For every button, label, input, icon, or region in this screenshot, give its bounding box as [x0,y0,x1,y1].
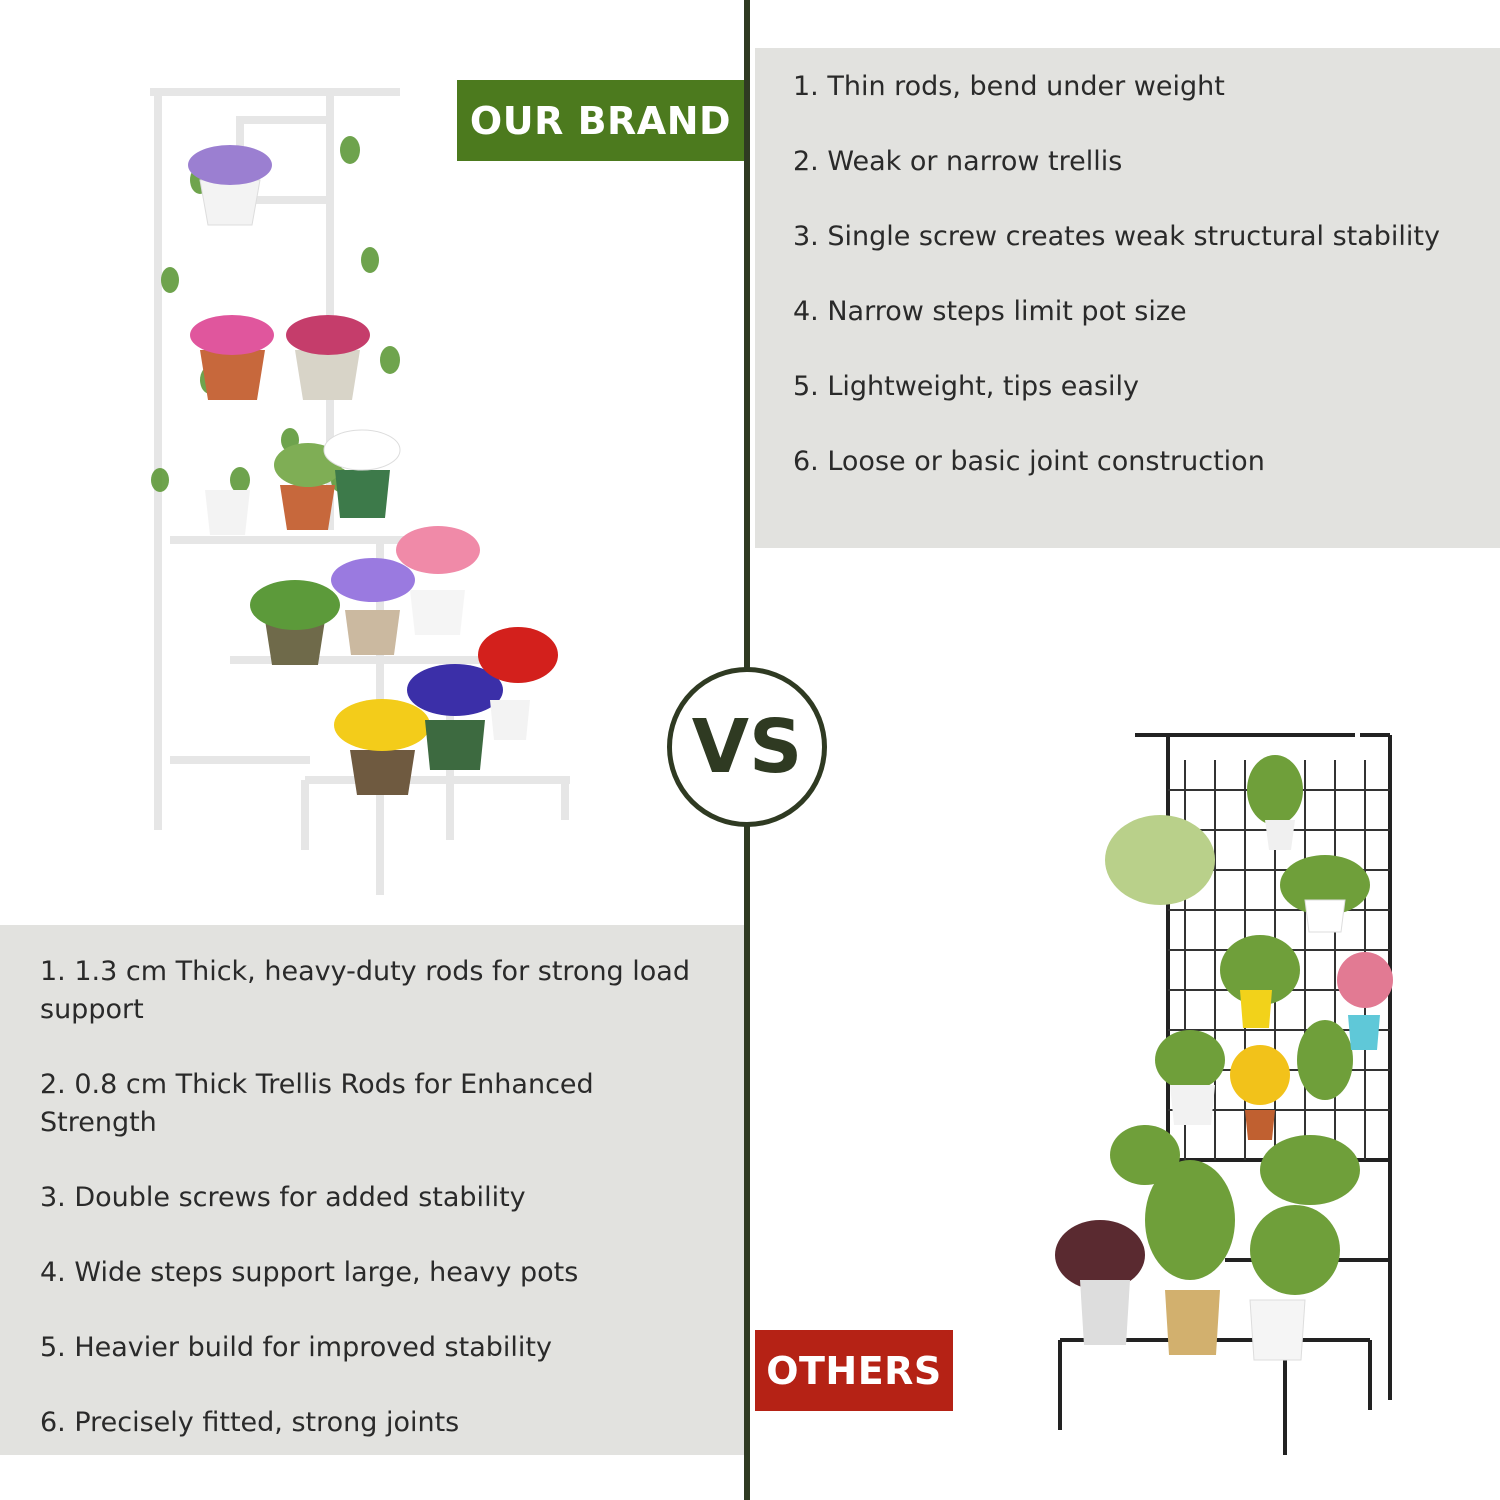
our-brand-feature-4: 4. Wide steps support large, heavy pots [40,1257,579,1288]
our-brand-feature-1: 1. 1.3 cm Thick, heavy-duty rods for str… [40,956,690,1025]
our-brand-product-image [150,88,570,895]
vs-badge: VS [667,667,827,827]
others-feature-4: 4. Narrow steps limit pot size [793,296,1187,327]
our-brand-feature-2: 2. 0.8 cm Thick Trellis Rods for Enhance… [40,1069,594,1138]
our-brand-feature-6: 6. Precisely fitted, strong joints [40,1407,460,1438]
others-feature-1: 1. Thin rods, bend under weight [793,71,1225,102]
others-features-panel: 1. Thin rods, bend under weight 2. Weak … [755,48,1500,548]
others-feature-3: 3. Single screw creates weak structural … [793,221,1440,252]
others-feature-5: 5. Lightweight, tips easily [793,371,1140,402]
others-label: OTHERS [755,1330,953,1411]
others-product-image [1055,733,1393,1455]
our-brand-feature-3: 3. Double screws for added stability [40,1182,526,1213]
our-brand-features-panel: 1. 1.3 cm Thick, heavy-duty rods for str… [0,925,744,1455]
our-brand-label: OUR BRAND [457,80,744,161]
others-feature-6: 6. Loose or basic joint construction [793,446,1265,477]
others-feature-2: 2. Weak or narrow trellis [793,146,1123,177]
our-brand-feature-5: 5. Heavier build for improved stability [40,1332,552,1363]
